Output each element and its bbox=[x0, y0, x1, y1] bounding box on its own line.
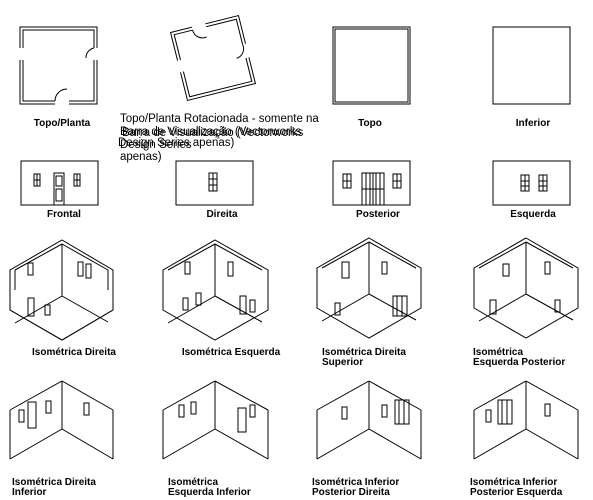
bottom-view-drawing bbox=[492, 26, 571, 105]
iso-right-top-drawing bbox=[316, 237, 422, 339]
label-iso-direita-superior-2: Superior bbox=[322, 357, 363, 368]
iso-bottom-rear-right-drawing bbox=[316, 380, 422, 460]
iso-left-bottom-drawing bbox=[162, 380, 269, 460]
plan-view-drawing bbox=[18, 26, 99, 106]
label-direita: Direita bbox=[206, 209, 238, 220]
label-iso-inf-post-direita-1: Isométrica Inferior bbox=[312, 477, 399, 488]
iso-left-rear-drawing bbox=[473, 237, 579, 339]
rotated-note-overlap-b3: apenas) bbox=[120, 151, 162, 163]
label-iso-direita-inferior-2: Inferior bbox=[12, 487, 47, 498]
rotated-plan-drawing bbox=[169, 14, 257, 102]
label-iso-direita: Isométrica Direita bbox=[32, 347, 116, 358]
label-posterior: Posterior bbox=[356, 209, 400, 220]
right-elevation-drawing bbox=[175, 160, 254, 206]
iso-bottom-rear-left-drawing bbox=[473, 380, 579, 460]
label-topo-planta: Topo/Planta bbox=[34, 118, 91, 129]
label-iso-inf-post-esquerda-2: Posterior Esquerda bbox=[470, 487, 563, 498]
rotated-note-overlap-b1: Barra de Visualização (Vectorworks bbox=[122, 127, 304, 139]
label-iso-esquerda: Isométrica Esquerda bbox=[182, 347, 281, 358]
left-elevation-drawing bbox=[492, 160, 571, 206]
label-topo: Topo bbox=[358, 118, 382, 129]
rotated-note-overlap-a1: Barra de Visualização (Vectorworks bbox=[120, 126, 302, 138]
rotated-note-overlap-a2: Design Series apenas) bbox=[118, 137, 235, 149]
label-inferior: Inferior bbox=[516, 118, 551, 129]
rotated-note-overlap-b2: Design Series bbox=[120, 139, 192, 151]
top-view-drawing bbox=[332, 26, 411, 105]
iso-right-bottom-drawing bbox=[9, 380, 114, 460]
label-esquerda: Esquerda bbox=[510, 209, 556, 220]
label-iso-esquerda-inferior-2: Esquerda Inferior bbox=[168, 487, 251, 498]
rear-elevation-drawing bbox=[332, 160, 411, 206]
label-frontal: Frontal bbox=[47, 209, 81, 220]
front-elevation-drawing bbox=[20, 160, 99, 206]
label-iso-direita-inferior-1: Isométrica Direita bbox=[12, 477, 96, 488]
label-iso-direita-superior-1: Isométrica Direita bbox=[322, 347, 406, 358]
label-iso-esquerda-inferior-1: Isométrica bbox=[168, 477, 218, 488]
rotated-note-line1: Topo/Planta Rotacionada - somente na bbox=[120, 113, 319, 125]
label-iso-inf-post-esquerda-1: Isométrica Inferior bbox=[470, 477, 557, 488]
iso-left-drawing bbox=[162, 239, 269, 341]
label-iso-esquerda-posterior-2: Esquerda Posterior bbox=[473, 357, 565, 368]
label-iso-esquerda-posterior-1: Isométrica bbox=[473, 347, 523, 358]
label-iso-inf-post-direita-2: Posterior Direita bbox=[312, 487, 390, 498]
iso-right-drawing bbox=[9, 239, 114, 341]
